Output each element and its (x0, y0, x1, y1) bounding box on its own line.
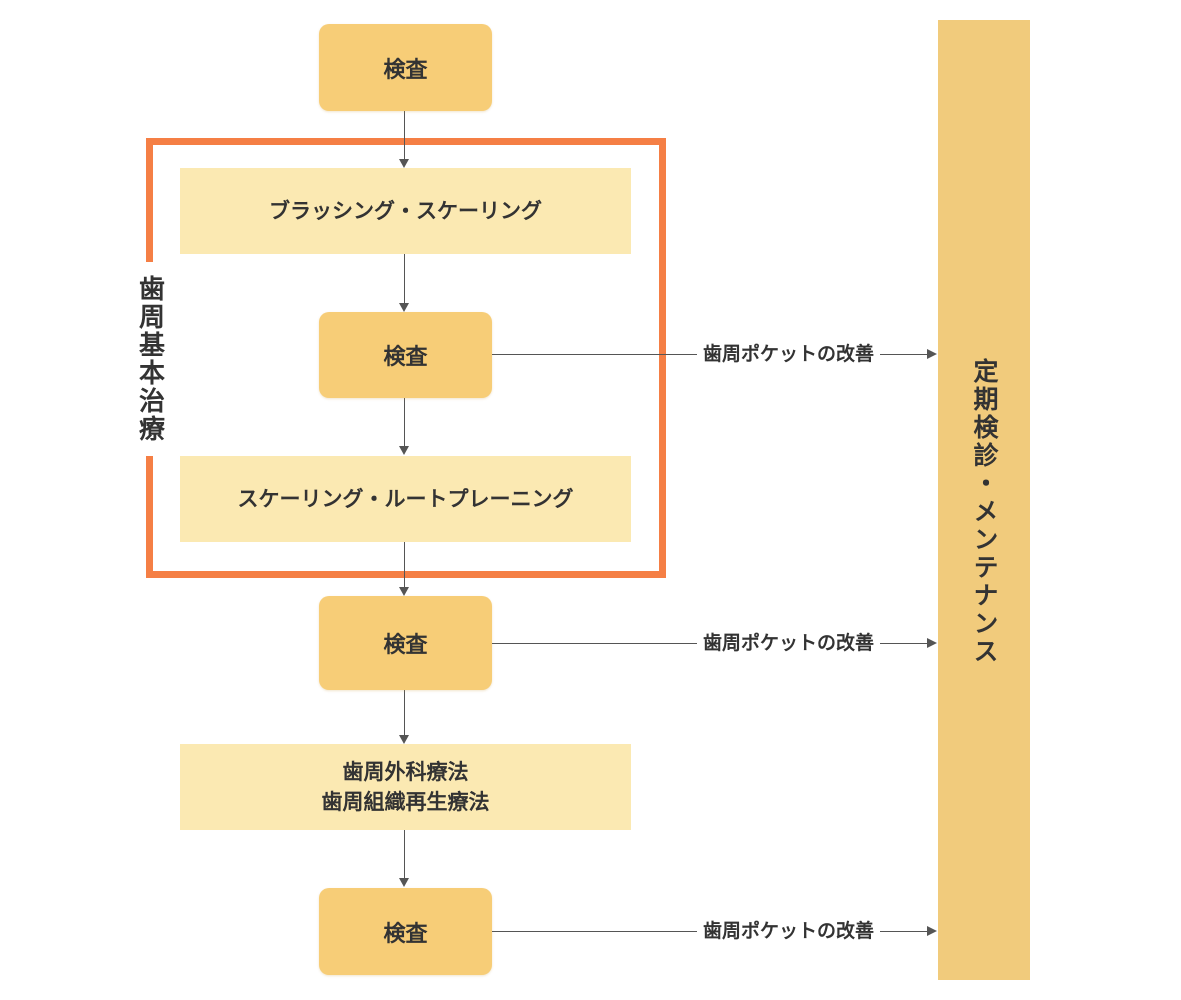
brushing-scaling-box: ブラッシング・スケーリング (180, 168, 631, 254)
arrowhead-6 (399, 878, 409, 887)
arrowhead-2 (399, 303, 409, 312)
exam-box-4: 検査 (319, 888, 492, 975)
root-planing-box: スケーリング・ルートプレーニング (180, 456, 631, 542)
pocket-improvement-label-2: 歯周ポケットの改善 (697, 631, 881, 655)
arrowhead-1 (399, 159, 409, 168)
exam-box-4-label: 検査 (383, 921, 428, 947)
exam-box-3: 検査 (319, 596, 492, 690)
connector-5 (404, 690, 405, 736)
arrowhead-5 (399, 735, 409, 744)
connector-2 (404, 254, 405, 305)
basic-treatment-label: 歯周基本治療 (131, 262, 169, 456)
arrowhead-4 (399, 587, 409, 596)
maintenance-label: 定期検診・メンテナンス (970, 358, 999, 666)
connector-6 (404, 830, 405, 879)
basic-treatment-label-text: 歯周基本治療 (134, 275, 165, 443)
pocket-improvement-label-3: 歯周ポケットの改善 (697, 919, 881, 943)
exam-box-1-label: 検査 (383, 57, 428, 83)
pocket-arrowhead-1 (927, 349, 937, 359)
exam-box-3-label: 検査 (383, 633, 428, 658)
exam-box-2-label: 検査 (383, 345, 428, 370)
surgery-box: 歯周外科療法 歯周組織再生療法 (180, 744, 631, 830)
connector-1 (404, 111, 405, 160)
brushing-scaling-label: ブラッシング・スケーリング (269, 199, 542, 223)
maintenance-bar: 定期検診・メンテナンス (938, 20, 1030, 980)
pocket-arrowhead-3 (927, 926, 937, 936)
surgery-label-line1: 歯周外科療法 (342, 760, 469, 784)
connector-3 (404, 398, 405, 447)
root-planing-label: スケーリング・ルートプレーニング (237, 487, 574, 511)
connector-4 (404, 542, 405, 588)
surgery-label-line2: 歯周組織再生療法 (321, 790, 490, 814)
arrowhead-3 (399, 446, 409, 455)
pocket-improvement-label-1: 歯周ポケットの改善 (697, 342, 881, 366)
pocket-arrowhead-2 (927, 638, 937, 648)
exam-box-1: 検査 (319, 24, 492, 111)
exam-box-2: 検査 (319, 312, 492, 398)
